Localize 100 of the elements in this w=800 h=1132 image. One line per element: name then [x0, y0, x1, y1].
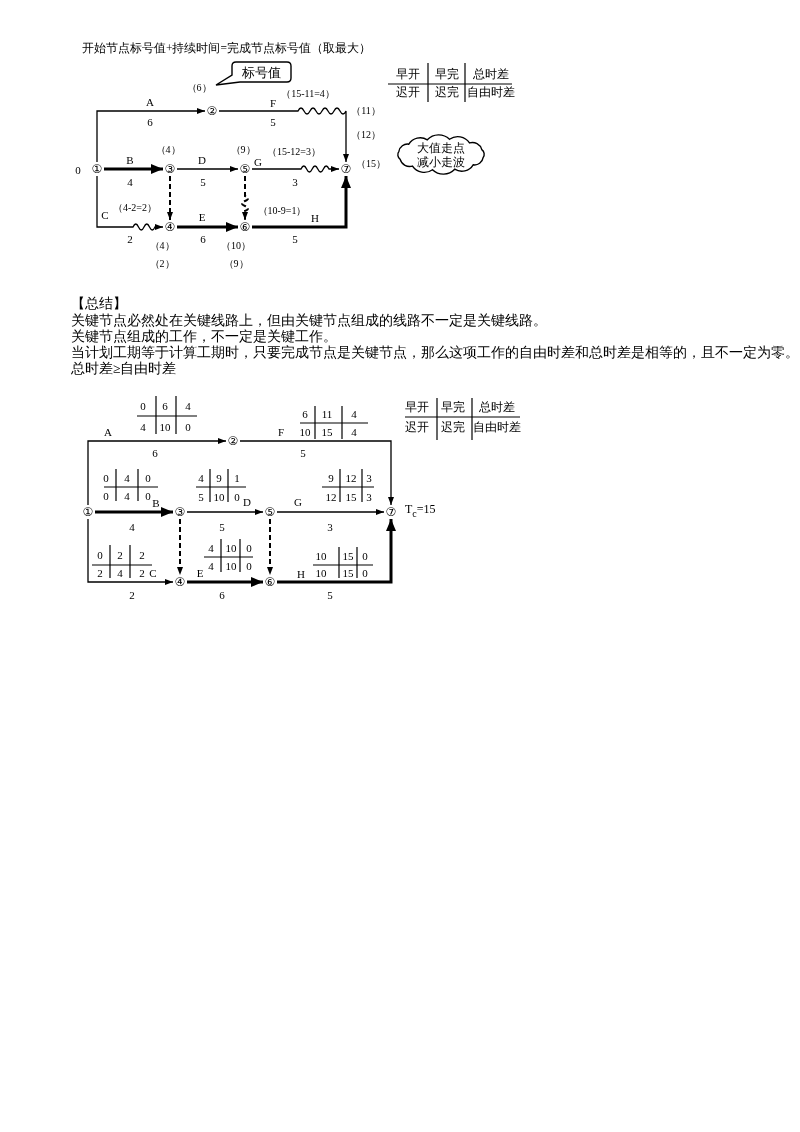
- circled-number: ⑤: [238, 162, 252, 176]
- node-value: （4）: [149, 241, 175, 251]
- legend-term: 迟完: [441, 422, 465, 434]
- duration-label: 5: [270, 116, 276, 128]
- time-parameter: 15: [342, 550, 354, 562]
- node-value: （9）: [230, 145, 256, 155]
- duration-label: 6: [152, 447, 158, 459]
- arrow: [176, 166, 239, 172]
- legend-term: 迟开: [396, 87, 420, 99]
- time-parameter: 10: [315, 567, 327, 579]
- formula-heading: 开始节点标号值+持续时间=完成节点标号值（取最大）: [82, 43, 371, 55]
- time-parameter: 9: [328, 472, 334, 484]
- time-parameter: 10: [299, 426, 311, 438]
- time-parameter: 10: [315, 550, 327, 562]
- activity-letter: H: [297, 568, 305, 580]
- activity-letter: C: [101, 209, 109, 221]
- circled-number: ⑦: [339, 162, 353, 176]
- duration-label: 2: [129, 589, 135, 601]
- time-parameter: 4: [185, 400, 191, 412]
- legend-term: 早完: [435, 69, 459, 81]
- dashed-arrow: [267, 518, 273, 576]
- total-duration-label: T$_{c}$=15: [405, 503, 436, 519]
- time-parameter: 4: [124, 472, 130, 484]
- summary-text: 当计划工期等于计算工期时，只要完成节点是关键节点，那么这项工作的自由时差和总时差是相等的，且不一定为零。: [71, 346, 799, 360]
- activity-letter: D: [198, 154, 206, 166]
- legend-term: 早开: [396, 69, 420, 81]
- time-parameter: 3: [366, 472, 372, 484]
- time-parameter: 2: [97, 567, 103, 579]
- activity-letter: E: [196, 567, 204, 579]
- dashed-arrow: [177, 518, 183, 576]
- duration-label: 6: [219, 589, 225, 601]
- circled-number: ①: [81, 505, 95, 519]
- time-parameter: 9: [216, 472, 222, 484]
- legend-term: 自由时差: [473, 422, 521, 434]
- summary-heading: 【总结】: [71, 297, 127, 311]
- thick-arrow: [277, 519, 396, 584]
- duration-label: 5: [300, 447, 306, 459]
- activity-letter: E: [198, 211, 206, 223]
- time-parameter: 0: [140, 400, 146, 412]
- time-parameter: 12: [325, 491, 337, 503]
- time-parameter: 4: [351, 408, 357, 420]
- duration-label: 3: [327, 521, 333, 533]
- activity-letter: G: [294, 496, 302, 508]
- thick-arrow: [187, 577, 263, 587]
- circled-number: ①: [90, 162, 104, 176]
- thick-arrow: [252, 176, 351, 229]
- time-parameter: 6: [302, 408, 308, 420]
- circled-number: ⑥: [263, 575, 277, 589]
- duration-label: 6: [147, 116, 153, 128]
- legend-term: 总时差: [473, 69, 509, 81]
- callout-bubble: 标号值: [215, 61, 292, 86]
- time-parameter: 10: [225, 560, 237, 572]
- node-value: （10）: [221, 241, 251, 251]
- arrow: [186, 509, 264, 515]
- summary-text: 关键节点组成的工作，不一定是关键工作。: [71, 330, 337, 344]
- node-value: （12）: [351, 130, 381, 140]
- time-parameter: 0: [362, 550, 368, 562]
- time-parameter: 0: [234, 491, 240, 503]
- arrow: [239, 440, 394, 506]
- thick-arrow: [177, 222, 238, 232]
- activity-letter: F: [277, 426, 285, 438]
- time-parameter: 10: [159, 421, 171, 433]
- circled-number: ③: [173, 505, 187, 519]
- circled-number: ⑦: [384, 505, 398, 519]
- activity-letter: B: [126, 154, 134, 166]
- time-parameter: 12: [345, 472, 357, 484]
- time-parameter: 0: [97, 549, 103, 561]
- time-parameter: 15: [342, 567, 354, 579]
- arrow: [276, 509, 385, 515]
- time-parameter: 4: [198, 472, 204, 484]
- time-parameter: 15: [345, 491, 357, 503]
- time-parameter: 0: [362, 567, 368, 579]
- float-calculation: （15-11=4）: [281, 89, 335, 99]
- arrow: [96, 108, 206, 163]
- circled-number: ⑥: [238, 220, 252, 234]
- duration-label: 5: [292, 233, 298, 245]
- node-value: （9）: [223, 259, 249, 269]
- activity-letter: A: [104, 426, 112, 438]
- legend-term: 早开: [405, 402, 429, 414]
- activity-letter: A: [146, 96, 154, 108]
- duration-label: 2: [127, 233, 133, 245]
- duration-label: 6: [200, 233, 206, 245]
- time-parameter: 4: [124, 490, 130, 502]
- time-parameter: 5: [198, 491, 204, 503]
- time-parameter: 4: [351, 426, 357, 438]
- time-parameter: 4: [208, 560, 214, 572]
- node-value: （2）: [149, 259, 175, 269]
- circled-number: ④: [173, 575, 187, 589]
- time-parameter: 2: [139, 567, 145, 579]
- dashed-arrow: [167, 175, 173, 221]
- wavy-arrow: [241, 175, 249, 221]
- time-parameter: 0: [185, 421, 191, 433]
- activity-letter: F: [269, 97, 277, 109]
- activity-letter: D: [243, 496, 251, 508]
- legend-term: 早完: [441, 402, 465, 414]
- time-parameter: 0: [145, 472, 151, 484]
- node-value: （6）: [186, 83, 212, 93]
- circled-number: ②: [205, 104, 219, 118]
- summary-text: 总时差≥自由时差: [71, 362, 177, 376]
- circled-number: ④: [163, 220, 177, 234]
